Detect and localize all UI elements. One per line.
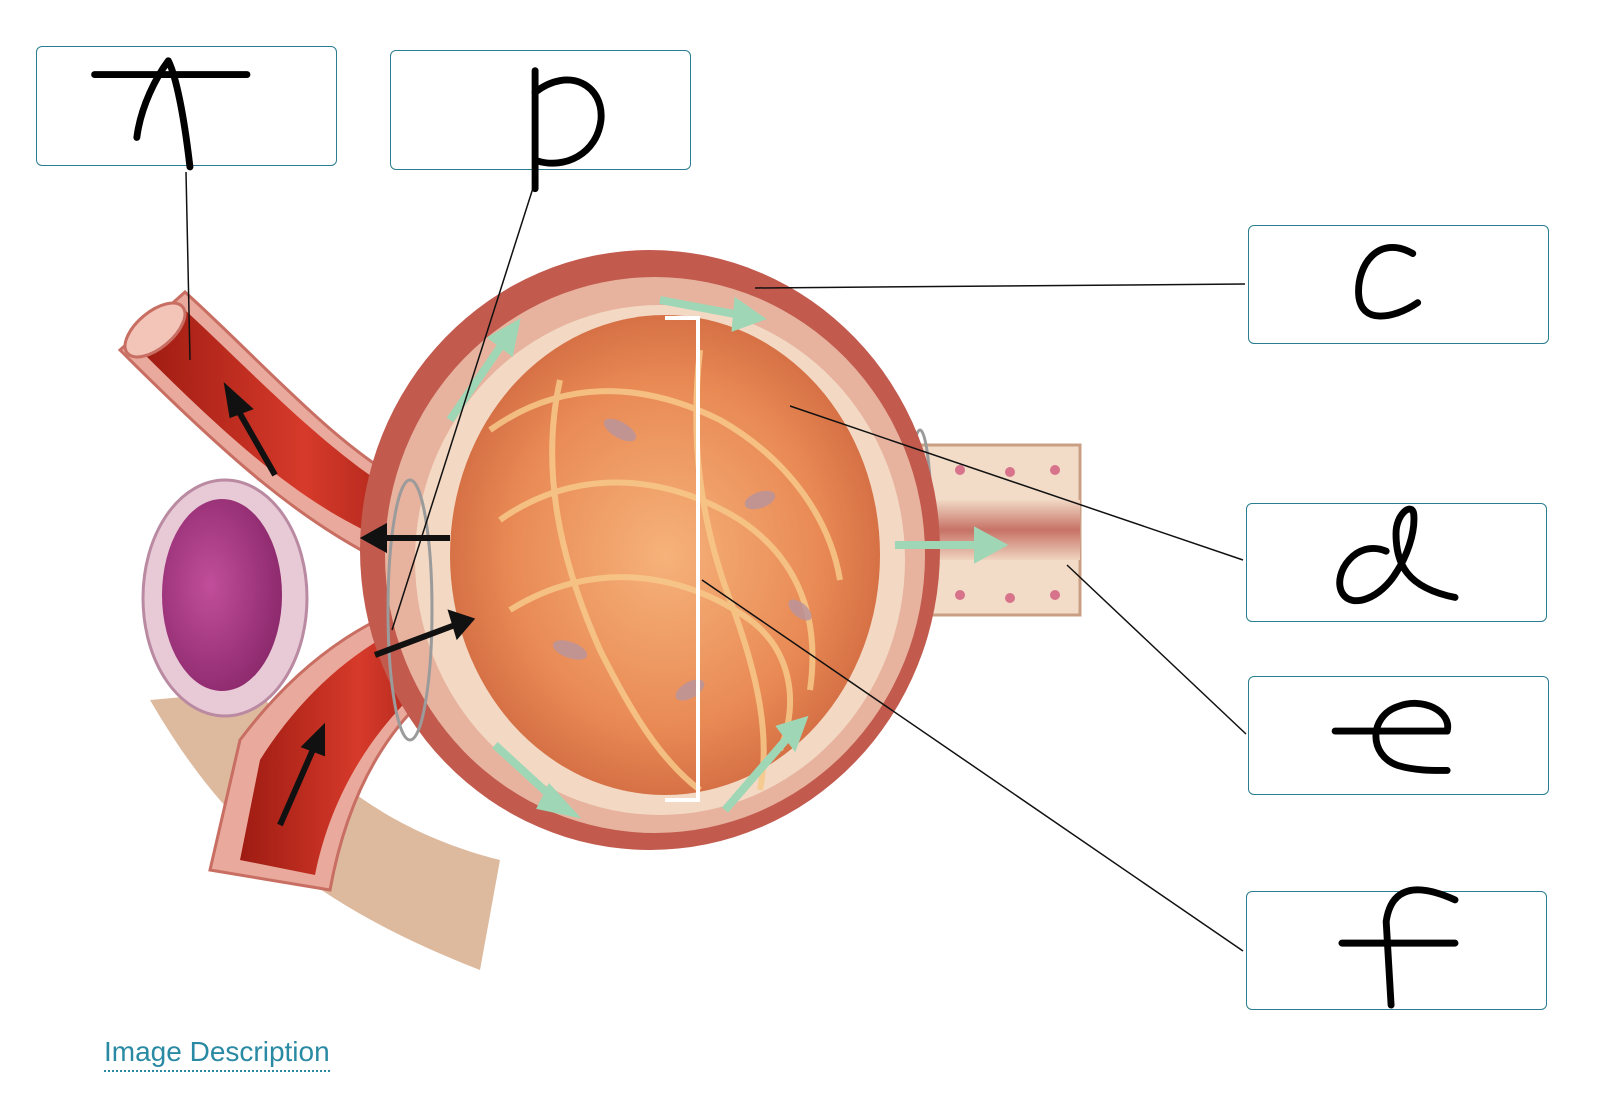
handwritten-letter-d [1336,505,1459,605]
blood-flow-arrows [223,382,476,827]
handwritten-letter-b [531,67,605,193]
leader-line-f [701,579,1244,952]
leader-line-c [754,283,1246,289]
label-box-b[interactable] [390,50,691,193]
filtrate-flow-arrows [446,296,1009,819]
handwritten-letter-f [1338,886,1459,1009]
label-box-c[interactable] [1248,225,1549,344]
handwritten-letter-c [1355,244,1422,320]
leader-line-a [185,171,191,361]
glomerulus-bracket [665,316,700,802]
leader-lines [185,171,1247,952]
label-box-d[interactable] [1246,503,1547,622]
glomerulus [450,315,880,795]
leader-line-e [1066,564,1247,735]
distal-tubule-section [141,478,309,718]
label-box-a[interactable] [36,46,337,171]
label-box-e[interactable] [1248,676,1549,795]
label-box-f[interactable] [1246,886,1547,1010]
handwritten-letter-a [91,57,251,171]
handwritten-letter-e [1331,699,1452,774]
juxtaglomerular-ring [386,478,434,742]
leader-line-d [789,405,1244,561]
leader-line-b [391,187,534,631]
image-description-link[interactable]: Image Description [104,1036,330,1072]
